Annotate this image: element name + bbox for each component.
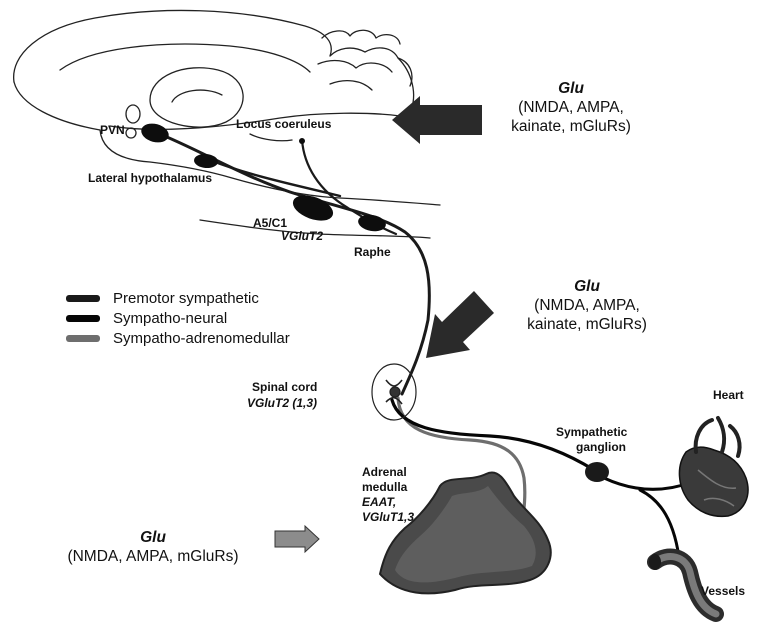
pathways (153, 130, 694, 567)
brain-glu-arrow (392, 96, 482, 144)
ganglion-body (585, 462, 609, 482)
brain-receptor-block: Glu (NMDA, AMPA, kainate, mGluRs) (486, 79, 656, 136)
legend: Premotor sympathetic Sympatho-neural Sym… (66, 288, 290, 348)
legend-label-neural: Sympatho-neural (113, 309, 228, 327)
adrenal-transporter-line1: EAAT, (362, 495, 397, 509)
ganglion-label-line1: Sympathetic (556, 425, 628, 439)
legend-item-adrenomedullar: Sympatho-adrenomedullar (66, 328, 290, 348)
spinal-receptor-block: Glu (NMDA, AMPA, kainate, mGluRs) (502, 277, 672, 334)
legend-label-premotor: Premotor sympathetic (113, 289, 259, 307)
adrenal-gland (378, 471, 552, 595)
spinal-cord-section (371, 363, 417, 421)
pvn-nucleus (141, 123, 169, 143)
ganglion-label-line2: ganglion (576, 440, 626, 454)
brain-receptor-line2: kainate, mGluRs) (511, 118, 631, 135)
spinal-cord-transporter-label: VGluT2 (1,3) (247, 396, 318, 410)
neural-tract-heart (602, 476, 694, 491)
vessels-label: Vessels (701, 584, 746, 598)
a5c1-nucleus (292, 195, 334, 221)
spinal-glu-arrow (426, 291, 494, 358)
legend-item-neural: Sympatho-neural (66, 308, 290, 328)
raphe-label: Raphe (354, 245, 391, 259)
legend-swatch-adrenomedullar (66, 334, 100, 342)
lateral-hypothalamus-label: Lateral hypothalamus (88, 171, 213, 185)
legend-swatch-premotor (66, 294, 100, 302)
adrenal-glu-arrow (274, 524, 320, 554)
spinal-cord-label: Spinal cord (252, 380, 318, 394)
adrenal-label-line2: medulla (362, 480, 408, 494)
lh-nucleus (194, 153, 218, 169)
pvn-label: PVN (100, 123, 125, 137)
a5c1-label: A5/C1 (253, 216, 288, 230)
adrenal-glu-title: Glu (140, 529, 166, 546)
spinal-receptor-line2: kainate, mGluRs) (527, 316, 647, 333)
locus-coeruleus-label: Locus coeruleus (236, 117, 332, 131)
legend-item-premotor: Premotor sympathetic (66, 288, 290, 308)
neural-tract-1 (390, 398, 596, 472)
adrenal-transporter-line2: VGluT1,3 (362, 510, 415, 524)
vessels-illustration (647, 548, 724, 622)
adrenal-label-line1: Adrenal (362, 465, 407, 479)
brain-glu-title: Glu (558, 80, 584, 97)
adrenal-receptor-block: Glu (NMDA, AMPA, mGluRs) (48, 528, 258, 566)
adrenomedullar-tract (396, 396, 527, 527)
brain-outline (13, 9, 441, 239)
spinal-glu-title: Glu (574, 278, 600, 295)
adrenal-receptor-line1: (NMDA, AMPA, mGluRs) (67, 548, 239, 565)
raphe-nucleus (358, 214, 386, 232)
heart-illustration (678, 416, 749, 518)
arrows (274, 96, 494, 554)
heart-label: Heart (713, 388, 744, 402)
nuclei (141, 123, 386, 232)
lc-nucleus (299, 138, 305, 144)
legend-swatch-neural (66, 314, 100, 322)
a5c1-transporter-label: VGluT2 (281, 229, 324, 243)
spinal-receptor-line1: (NMDA, AMPA, (534, 297, 640, 314)
legend-label-adrenomedullar: Sympatho-adrenomedullar (113, 329, 290, 347)
brain-receptor-line1: (NMDA, AMPA, (518, 99, 624, 116)
